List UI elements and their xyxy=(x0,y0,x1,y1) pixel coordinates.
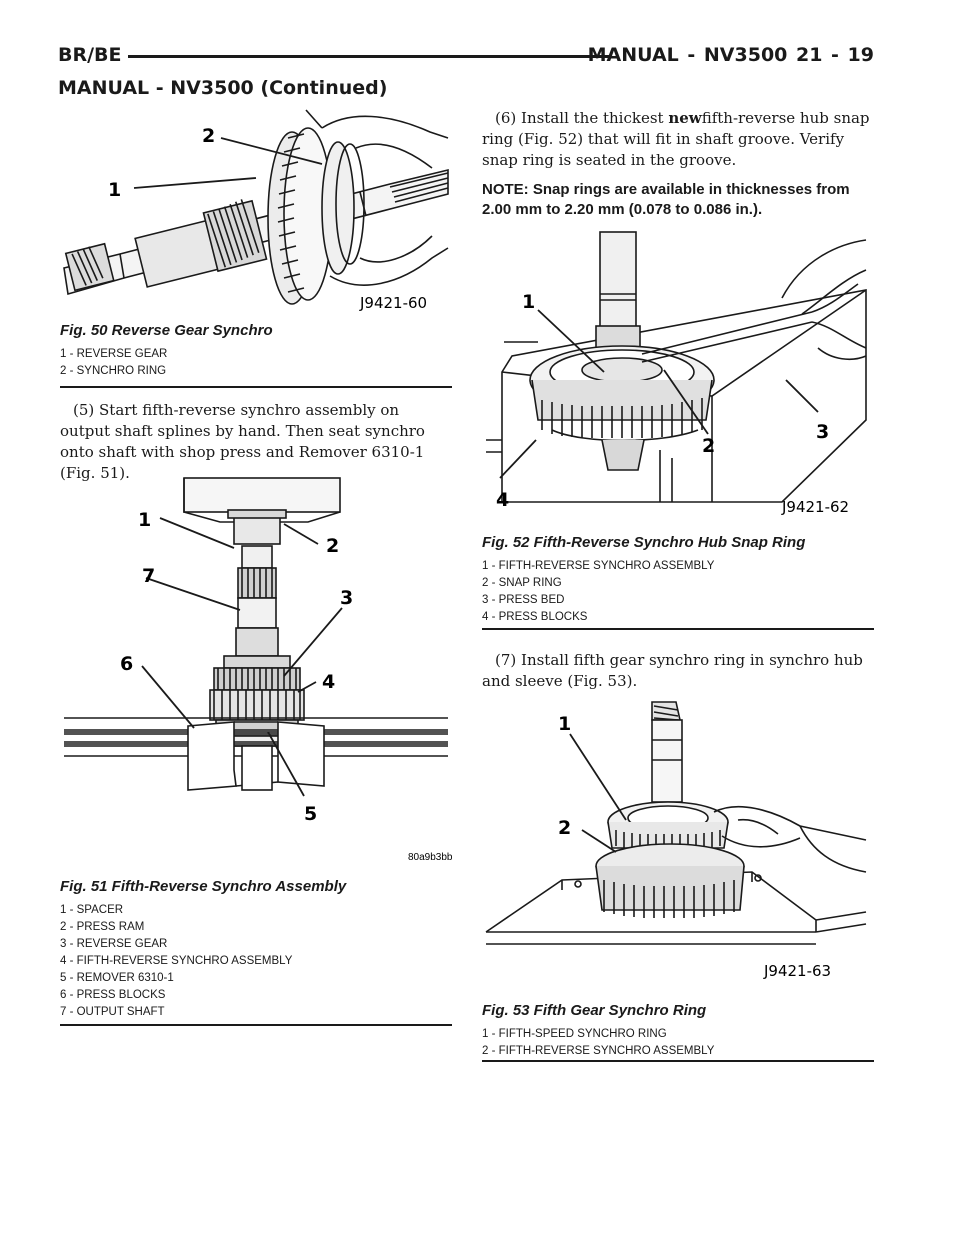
fig51-callout-7: 7 xyxy=(142,565,155,587)
page-header: BR/BE MANUAL - NV3500 21 - 19 xyxy=(58,44,874,70)
fig52-callout-2: 2 xyxy=(702,435,715,457)
fig51-rule xyxy=(60,1024,452,1026)
fig52-callout-3: 3 xyxy=(816,421,829,443)
fig51-item-1: 1 - SPACER xyxy=(60,904,124,916)
fig52-callout-1: 1 xyxy=(522,291,535,313)
fig52-illustration: 1 2 3 4 J9421-62 xyxy=(482,230,874,522)
step-7-text: (7) Install fifth gear synchro ring in s… xyxy=(482,651,863,690)
fig52-item-1: 1 - FIFTH-REVERSE SYNCHRO ASSEMBLY xyxy=(482,560,715,572)
step-6-emphasis: new xyxy=(668,109,702,127)
fig52-rule xyxy=(482,628,874,630)
fig52-drawing: 1 2 3 4 J9421-62 xyxy=(486,231,867,516)
header-vehicle-code: BR/BE xyxy=(58,44,122,66)
fig52-item-2: 2 - SNAP RING xyxy=(482,577,562,589)
fig53-tag: J9421-63 xyxy=(763,962,831,980)
snap-ring-note: NOTE: Snap rings are available in thickn… xyxy=(482,181,850,218)
fig51-callout-2: 2 xyxy=(326,535,339,557)
fig51-item-5: 5 - REMOVER 6310-1 xyxy=(60,972,174,984)
fig53-caption: Fig. 53 Fifth Gear Synchro Ring 1 - FIFT… xyxy=(482,1002,874,1060)
step-6-before: (6) Install the thickest xyxy=(495,109,669,127)
fig50-drawing: 1 2 J9421-60 xyxy=(63,109,449,312)
fig51-callout-3: 3 xyxy=(340,587,353,609)
fig50-rule xyxy=(60,386,452,388)
fig52-title: Fig. 52 Fifth-Reverse Synchro Hub Snap R… xyxy=(482,534,806,551)
fig52-item-3: 3 - PRESS BED xyxy=(482,594,565,606)
step-5-text: (5) Start fifth-reverse synchro assembly… xyxy=(60,401,425,482)
fig51-item-4: 4 - FIFTH-REVERSE SYNCHRO ASSEMBLY xyxy=(60,955,293,967)
fig50-illustration: 1 2 J9421-60 xyxy=(60,108,452,318)
fig51-callout-1: 1 xyxy=(138,509,151,531)
fig53-callout-1: 1 xyxy=(558,713,571,735)
fig53-callout-2: 2 xyxy=(558,817,571,839)
fig51-drawing: 1 2 7 3 6 4 5 80a9b3bb xyxy=(64,477,452,863)
step-6-text: (6) Install the thickest newfifth-revers… xyxy=(482,108,874,171)
fig50-callout-1: 1 xyxy=(108,179,121,201)
fig51-caption: Fig. 51 Fifth-Reverse Synchro Assembly 1… xyxy=(60,878,452,1021)
section-subtitle: MANUAL - NV3500 (Continued) xyxy=(58,77,388,99)
fig50-caption: Fig. 50 Reverse Gear Synchro 1 - REVERSE… xyxy=(60,322,452,380)
fig51-callout-4: 4 xyxy=(322,671,335,693)
fig50-item-2: 2 - SYNCHRO RING xyxy=(60,365,167,377)
fig53-item-2: 2 - FIFTH-REVERSE SYNCHRO ASSEMBLY xyxy=(482,1045,715,1057)
fig53-illustration: 1 2 J9421-63 xyxy=(482,700,874,994)
fig51-callout-5: 5 xyxy=(304,803,317,825)
fig52-item-4: 4 - PRESS BLOCKS xyxy=(482,611,588,623)
fig50-title: Fig. 50 Reverse Gear Synchro xyxy=(60,322,273,339)
fig51-title: Fig. 51 Fifth-Reverse Synchro Assembly xyxy=(60,878,347,895)
fig51-illustration: 1 2 7 3 6 4 5 80a9b3bb xyxy=(60,470,452,870)
header-section-page: MANUAL - NV3500 21 - 19 xyxy=(587,44,874,66)
fig51-item-3: 3 - REVERSE GEAR xyxy=(60,938,168,950)
fig51-item-2: 2 - PRESS RAM xyxy=(60,921,145,933)
fig53-title: Fig. 53 Fifth Gear Synchro Ring xyxy=(482,1002,707,1019)
fig51-item-6: 6 - PRESS BLOCKS xyxy=(60,989,166,1001)
fig50-item-1: 1 - REVERSE GEAR xyxy=(60,348,168,360)
fig51-tag: 80a9b3bb xyxy=(408,852,452,863)
fig50-tag: J9421-60 xyxy=(359,294,427,312)
step-6-after: fifth-reverse hub snap ring (Fig. 52) th… xyxy=(482,109,870,169)
fig52-tag: J9421-62 xyxy=(781,498,849,516)
fig53-drawing: 1 2 J9421-63 xyxy=(485,701,867,980)
fig52-caption: Fig. 52 Fifth-Reverse Synchro Hub Snap R… xyxy=(482,534,874,626)
fig51-callout-6: 6 xyxy=(120,653,133,675)
fig52-callout-4: 4 xyxy=(496,489,509,511)
fig51-item-7: 7 - OUTPUT SHAFT xyxy=(60,1006,165,1018)
fig53-item-1: 1 - FIFTH-SPEED SYNCHRO RING xyxy=(482,1028,667,1040)
fig53-rule xyxy=(482,1060,874,1062)
header-rule xyxy=(128,55,612,58)
fig50-callout-2: 2 xyxy=(202,125,215,147)
